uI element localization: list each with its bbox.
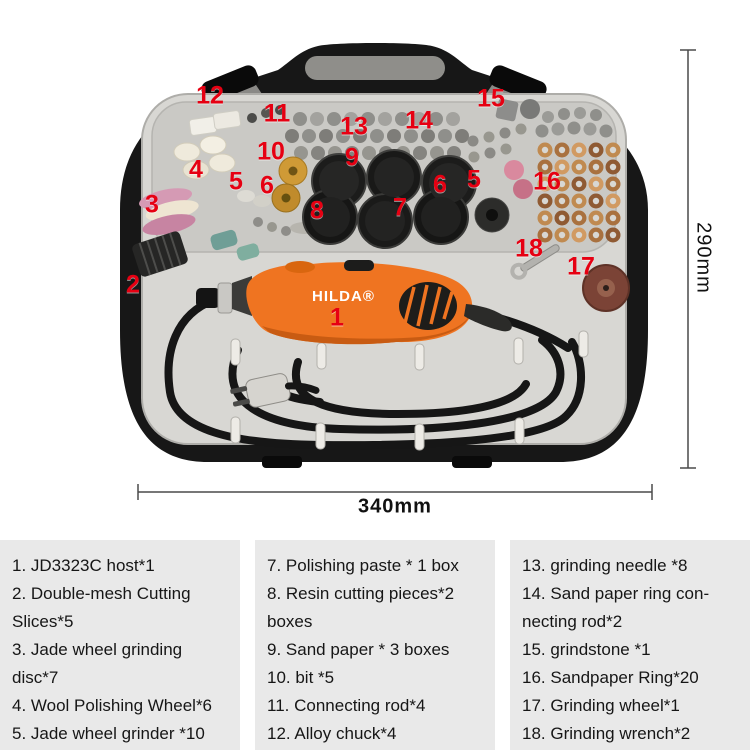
callout-3: 3	[145, 190, 159, 219]
callout-1: 1	[330, 303, 344, 332]
callout-13: 13	[340, 112, 368, 141]
legend-item: 5. Jade wheel grinder *10	[12, 724, 205, 743]
legend-column-1: 1. JD3323C host*1 2. Double-mesh Cutting…	[0, 540, 240, 750]
accessories-right	[474, 98, 630, 312]
callout-4: 4	[189, 155, 203, 184]
accessories-left	[132, 105, 291, 277]
callout-16: 16	[533, 167, 561, 196]
legend-item: 15. grindstone *1	[522, 640, 651, 659]
legend-item: 12. Alloy chuck*4	[267, 724, 397, 743]
legend-item: 11. Connecting rod*4	[267, 696, 426, 715]
callout-12: 12	[196, 81, 224, 110]
tool-brand-text: HILDA®	[312, 288, 375, 305]
legend-item: 16. Sandpaper Ring*20	[522, 668, 699, 687]
callout-8: 8	[310, 196, 324, 225]
cable-clips	[230, 330, 589, 451]
legend-list-2: 7. Polishing paste * 1 box 8. Resin cutt…	[267, 552, 483, 748]
product-illustration: HILDA®	[120, 43, 696, 500]
callout-14: 14	[405, 106, 433, 135]
power-plug	[230, 373, 320, 408]
height-dimension-label: 290mm	[692, 222, 715, 294]
legend-column-2: 7. Polishing paste * 1 box 8. Resin cutt…	[255, 540, 495, 750]
legend-item: 9. Sand paper * 3 boxes	[267, 640, 450, 659]
legend-item: 3. Jade wheel grinding disc*7	[12, 640, 183, 687]
parts-legend: 1. JD3323C host*1 2. Double-mesh Cutting…	[0, 540, 750, 750]
legend-item: 8. Resin cutting pieces*2 boxes	[267, 584, 455, 631]
callout-7: 7	[393, 193, 407, 222]
legend-item: 13. grinding needle *8	[522, 556, 688, 575]
legend-item: 1. JD3323C host*1	[12, 556, 155, 575]
legend-item: 7. Polishing paste * 1 box	[267, 556, 459, 575]
callout-17: 17	[567, 252, 595, 281]
handle-grip	[305, 56, 445, 80]
width-dimension-label: 340mm	[358, 495, 432, 518]
round-containers	[302, 149, 477, 249]
callout-5-right: 5	[467, 165, 481, 194]
legend-item: 10. bit *5	[267, 668, 335, 687]
legend-item: 4. Wool Polishing Wheel*6	[12, 696, 213, 715]
callout-6-right: 6	[433, 170, 447, 199]
callout-9: 9	[345, 143, 359, 172]
legend-item: 18. Grinding wrench*2	[522, 724, 691, 743]
wrench	[510, 244, 560, 280]
legend-item: 17. Grinding wheel*1	[522, 696, 680, 715]
callout-10: 10	[257, 137, 285, 166]
legend-item: 14. Sand paper ring con­necting rod*2	[522, 584, 710, 631]
callout-18: 18	[515, 234, 543, 263]
legend-list-3: 13. grinding needle *8 14. Sand paper ri…	[522, 552, 738, 748]
product-photo: HILDA® 12 11 13 14 15 10 9 4 5 6 6 5 16 …	[120, 43, 715, 518]
callout-11: 11	[263, 99, 291, 128]
callout-6-left: 6	[260, 171, 274, 200]
legend-column-3: 13. grinding needle *8 14. Sand paper ri…	[510, 540, 750, 750]
callout-2: 2	[126, 270, 140, 299]
callout-5-left: 5	[229, 167, 243, 196]
callout-15: 15	[477, 84, 505, 113]
legend-list-1: 1. JD3323C host*1 2. Double-mesh Cutting…	[12, 552, 228, 750]
dimension-lines	[137, 49, 696, 500]
rotary-tool: HILDA®	[196, 260, 512, 345]
accessories-center	[271, 112, 527, 234]
legend-item: 2. Double-mesh Cutting Slic­es*5	[12, 584, 191, 631]
